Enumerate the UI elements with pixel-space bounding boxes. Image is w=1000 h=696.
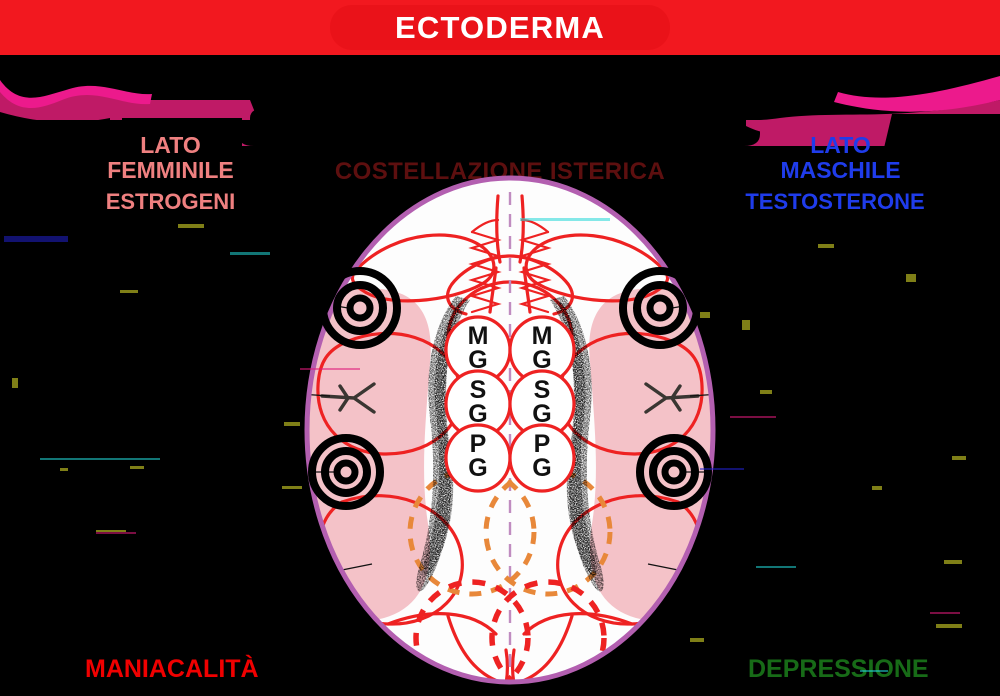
zone-right-pink	[589, 288, 713, 621]
node-sg-left-label-1: S	[470, 376, 487, 404]
label-lato-maschile: LATO MASCHILE	[748, 133, 933, 183]
figure-svg: M G M G S G S G P G P G	[304, 175, 716, 685]
label-lato-femminile: LATO FEMMINILE	[88, 133, 253, 183]
decorative-blob-band	[0, 56, 1000, 148]
node-mg-left-label-2: G	[468, 346, 487, 374]
label-lato-femminile-line2: FEMMINILE	[107, 156, 234, 183]
node-pg-right-label-2: G	[532, 454, 551, 482]
node-pg-right[interactable]	[508, 423, 576, 493]
dashed-circle-bottom-right	[489, 579, 607, 682]
target-lower-right[interactable]	[636, 434, 712, 510]
label-lato-femminile-line1: LATO	[140, 132, 201, 158]
label-testosterone: TESTOSTERONE	[745, 189, 925, 214]
node-pg-left-label-1: P	[470, 430, 487, 458]
banner-inner-pill	[330, 5, 670, 50]
target-upper-left[interactable]	[319, 267, 401, 349]
target-markers	[308, 267, 712, 510]
branch-glyph-group	[320, 382, 700, 414]
target-upper-right[interactable]	[619, 267, 701, 349]
node-sg-right-label-1: S	[534, 376, 551, 404]
gland-node-group: M G M G S G S G P G P G	[444, 315, 576, 493]
ectoderma-banner: ECTODERMA	[0, 0, 1000, 55]
label-maniacalita: MANIACALITÀ	[85, 655, 259, 683]
node-mg-left-label-1: M	[468, 322, 489, 350]
node-sg-left-label-2: G	[468, 400, 487, 428]
label-depressione: DEPRESSIONE	[748, 655, 929, 683]
node-pg-right-label-1: P	[534, 430, 551, 458]
dashed-circle-bottom-left	[413, 579, 531, 682]
branch-glyph-right	[644, 382, 700, 414]
central-figure: M G M G S G S G P G P G	[300, 172, 720, 688]
target-lower-left[interactable]	[308, 434, 384, 510]
stipple-wings-2	[423, 302, 597, 576]
node-pg-left-label-2: G	[468, 454, 487, 482]
node-mg-right-label-2: G	[532, 346, 551, 374]
branch-glyph-left	[320, 382, 376, 414]
zone-left-pink	[307, 288, 431, 621]
banner-title: ECTODERMA	[394, 9, 605, 45]
node-sg-right-label-2: G	[532, 400, 551, 428]
node-mg-right-label-1: M	[532, 322, 553, 350]
label-estrogeni: ESTROGENI	[105, 189, 236, 214]
head-oval-outline	[304, 175, 716, 685]
label-lato-maschile-line2: MASCHILE	[780, 156, 901, 183]
label-lato-maschile-line1: LATO	[810, 132, 871, 158]
